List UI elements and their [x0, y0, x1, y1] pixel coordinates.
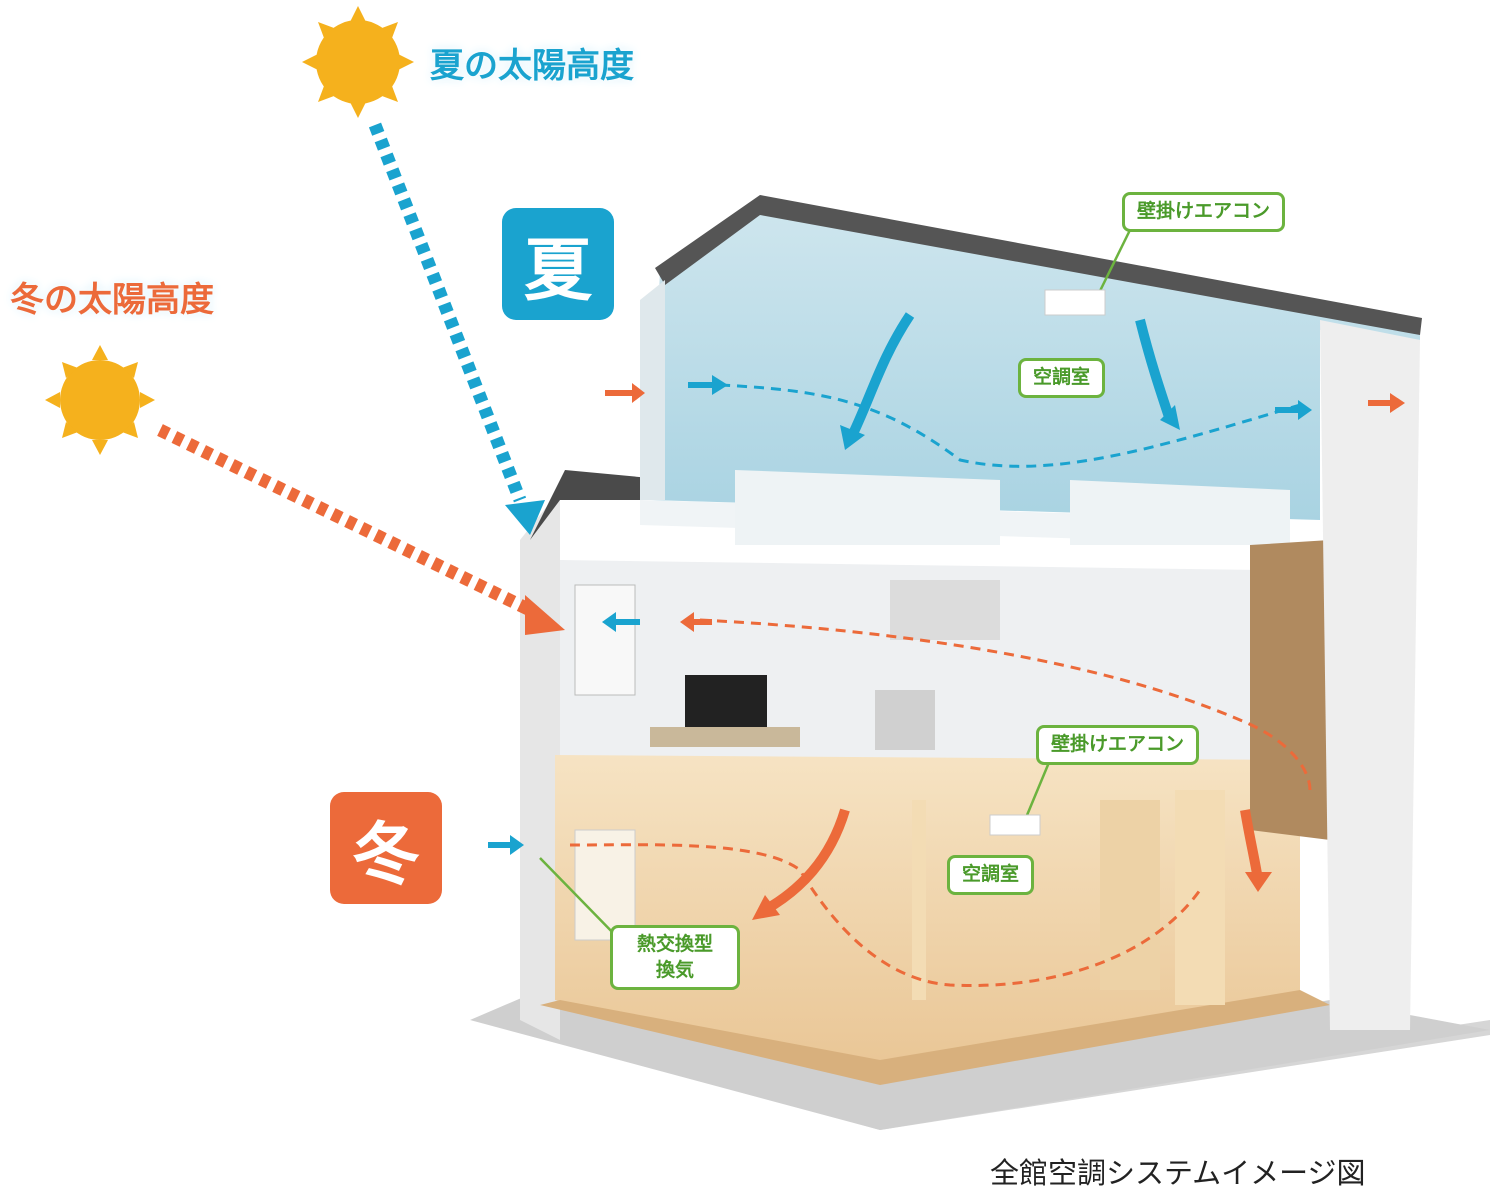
caption: 全館空調システムイメージ図 [990, 1156, 1366, 1190]
summer-badge: 夏 [502, 208, 614, 320]
stairs [1250, 540, 1330, 840]
winter-badge: 冬 [330, 792, 442, 904]
summer-ray [368, 122, 527, 503]
heat-exchange-ventilation-tag: 熱交換型 換気 [610, 925, 740, 991]
ventilation-line1: 熱交換型 [636, 933, 713, 955]
winter-sun-icon [45, 345, 155, 455]
lower-aircon-tag: 壁掛けエアコン [1036, 725, 1200, 765]
upper-aircon-tag: 壁掛けエアコン [1122, 192, 1286, 232]
lower-aircon-room-tag: 空調室 [947, 855, 1035, 895]
upper-aircon-unit [1044, 289, 1106, 316]
summer-ray-arrowhead [505, 500, 545, 535]
ventilation-line2: 換気 [655, 958, 694, 981]
winter-ray [157, 424, 533, 616]
roof-lower [530, 470, 650, 540]
winter-sun-label: 冬の太陽高度 [10, 280, 214, 320]
right-wall [1320, 320, 1420, 1030]
roof-upper [655, 195, 1422, 335]
lower-aircon-unit [989, 814, 1041, 836]
tv [685, 675, 767, 727]
left-wall [520, 490, 560, 1040]
summer-sun-label: 夏の太陽高度 [430, 46, 634, 86]
winter-ray-arrowhead [525, 595, 565, 635]
summer-sun-icon [302, 6, 414, 118]
upper-aircon-room-tag: 空調室 [1018, 358, 1106, 398]
summer-airflow [719, 312, 1301, 468]
